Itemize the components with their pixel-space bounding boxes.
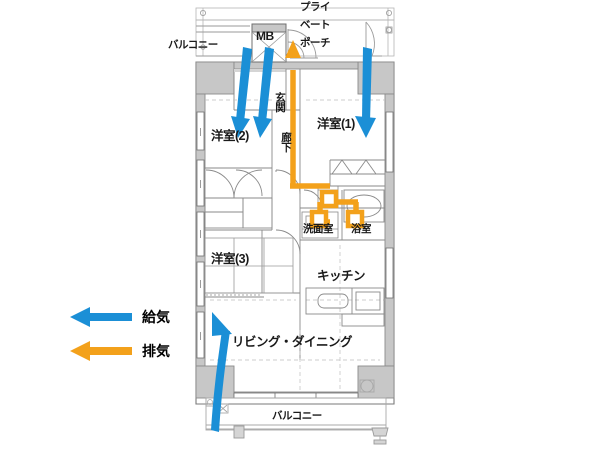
- label-private-porch-line3: ポーチ: [300, 37, 331, 49]
- legend-label-supply-air: 給気: [142, 309, 170, 325]
- vent-box-bath: [345, 209, 365, 229]
- washitsu3-floor-grid: [204, 237, 294, 294]
- legend-exhaust-air: 排気: [70, 340, 170, 362]
- label-mb: MB: [256, 29, 274, 43]
- kitchen-counter: [305, 287, 385, 327]
- legend-supply-air: 給気: [70, 306, 170, 328]
- bottom-balcony: [205, 379, 389, 445]
- supply-arrow-1: [231, 47, 252, 138]
- label-kitchen: キッチン: [317, 269, 366, 283]
- supply-air-arrows: [211, 47, 376, 432]
- vent-box-washroom: [309, 209, 329, 229]
- bottom-window-band: [233, 392, 359, 399]
- exhaust-vent-boxes: [309, 189, 365, 229]
- right-wall-windows: [385, 111, 394, 299]
- label-yokushitsu: 浴室: [351, 223, 372, 235]
- label-senmenshitsu: 洗面室: [303, 223, 334, 235]
- label-rouka: 廊下: [280, 132, 293, 152]
- inner-guide-lines: [205, 99, 385, 390]
- closet-doors-washitsu2: [204, 169, 273, 229]
- label-genkan: 玄関: [274, 92, 287, 112]
- supply-arrow-4: [211, 312, 232, 432]
- label-balcony-bottom: バルコニー: [272, 410, 322, 422]
- supply-arrow-2: [253, 47, 274, 138]
- label-balcony-top: バルコニー: [168, 39, 218, 51]
- supply-air-arrow-icon: [70, 307, 132, 327]
- label-washitsu-3: 洋室(3): [211, 252, 249, 266]
- closet-washitsu1: [329, 159, 385, 186]
- balcony-top-structure: [196, 25, 250, 57]
- supply-arrow-3: [355, 47, 376, 138]
- site-outline: [195, 7, 395, 57]
- label-washitsu-2: 洋室(2): [211, 129, 249, 143]
- top-hardware-marks: [199, 9, 393, 50]
- vent-box-toilet: [319, 189, 339, 209]
- label-private-porch-line1: プライ: [300, 1, 331, 13]
- mb-shaft-cross: [252, 32, 286, 62]
- legend-label-exhaust-air: 排気: [142, 343, 170, 359]
- exhaust-air-arrow-icon: [70, 341, 132, 361]
- label-washitsu-1: 洋室(1): [317, 117, 355, 131]
- exhaust-arrow-head: [285, 40, 301, 58]
- label-private-porch-line2: ベート: [300, 19, 331, 31]
- label-living-dining: リビング・ダイニング: [232, 335, 353, 349]
